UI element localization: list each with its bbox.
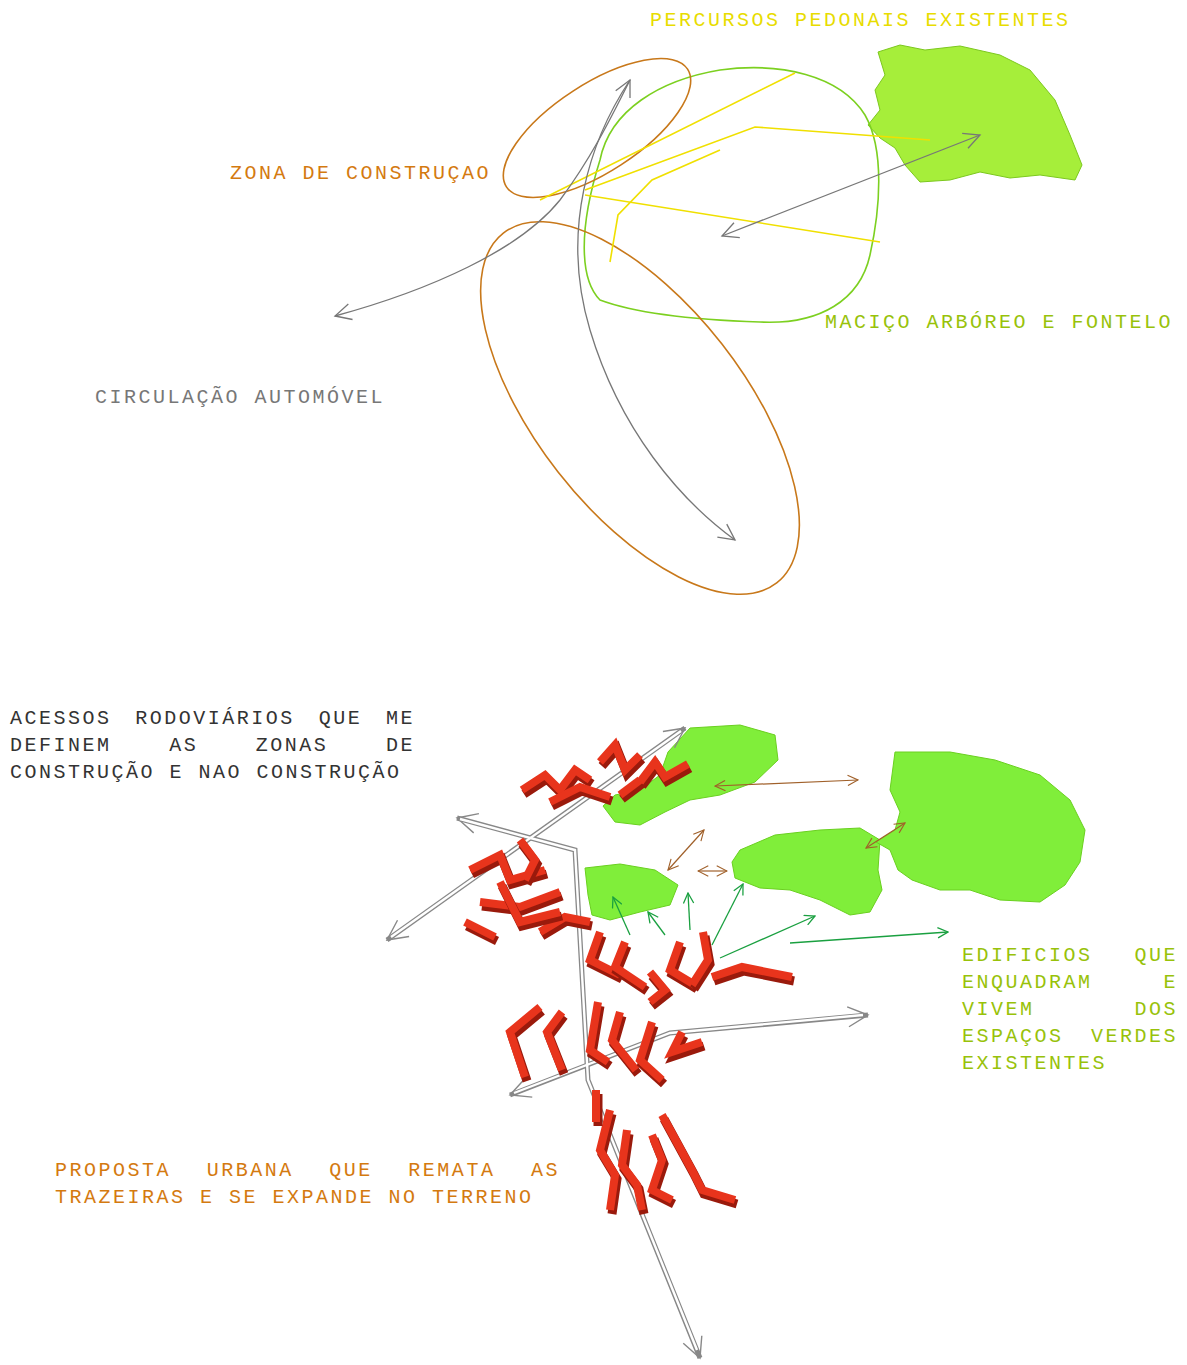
building-top [500, 882, 560, 922]
building-top [550, 787, 610, 802]
building-top [622, 1130, 642, 1210]
building-top [480, 892, 560, 907]
building-top [510, 1007, 540, 1077]
pedestrian-paths [540, 73, 930, 262]
traffic-label: CIRCULAÇÃO AUTOMÓVEL [95, 384, 385, 411]
path-label: PERCURSOS PEDONAIS EXISTENTES [650, 7, 1071, 34]
building-top [620, 780, 640, 795]
building-top [640, 1022, 662, 1080]
construction-zone [482, 32, 711, 223]
building-top [640, 762, 688, 782]
road-note: ACESSOS RODOVIÁRIOS QUE ME DEFINEM AS ZO… [10, 705, 415, 786]
zone-label: ZONA DE CONSTRUÇAO [230, 160, 491, 187]
building-top [692, 932, 708, 985]
tree-label: MACIÇO ARBÓREO E FONTELO [825, 309, 1173, 336]
building-top [600, 745, 640, 770]
building-blocks [465, 745, 794, 1214]
top-scheme [335, 32, 1082, 647]
building-top [520, 840, 535, 880]
building-top [662, 1115, 735, 1200]
car-circulation [335, 80, 980, 540]
road-access [387, 728, 868, 1358]
building-top [590, 1002, 608, 1062]
building-note: EDIFICIOS QUE ENQUADRAM E VIVEM DOS ESPA… [962, 942, 1178, 1077]
building-top [712, 967, 792, 977]
proposal-note: PROPOSTA URBANA QUE REMATA AS TRAZEIRAS … [55, 1157, 560, 1211]
tree-mass-outline [584, 68, 879, 322]
green-links [668, 780, 905, 871]
building-top [612, 1012, 636, 1070]
green-spaces [585, 725, 1085, 920]
building-top [672, 1032, 702, 1052]
building-top [592, 1090, 600, 1122]
construction-zone [421, 169, 858, 647]
building-top [670, 942, 695, 985]
fontelo-mass [868, 45, 1082, 182]
building-top [652, 1135, 672, 1200]
building-top [615, 942, 645, 987]
building-top [650, 972, 665, 1002]
building-top [547, 1012, 562, 1070]
building-top [465, 922, 495, 937]
view-arrows [613, 884, 948, 958]
